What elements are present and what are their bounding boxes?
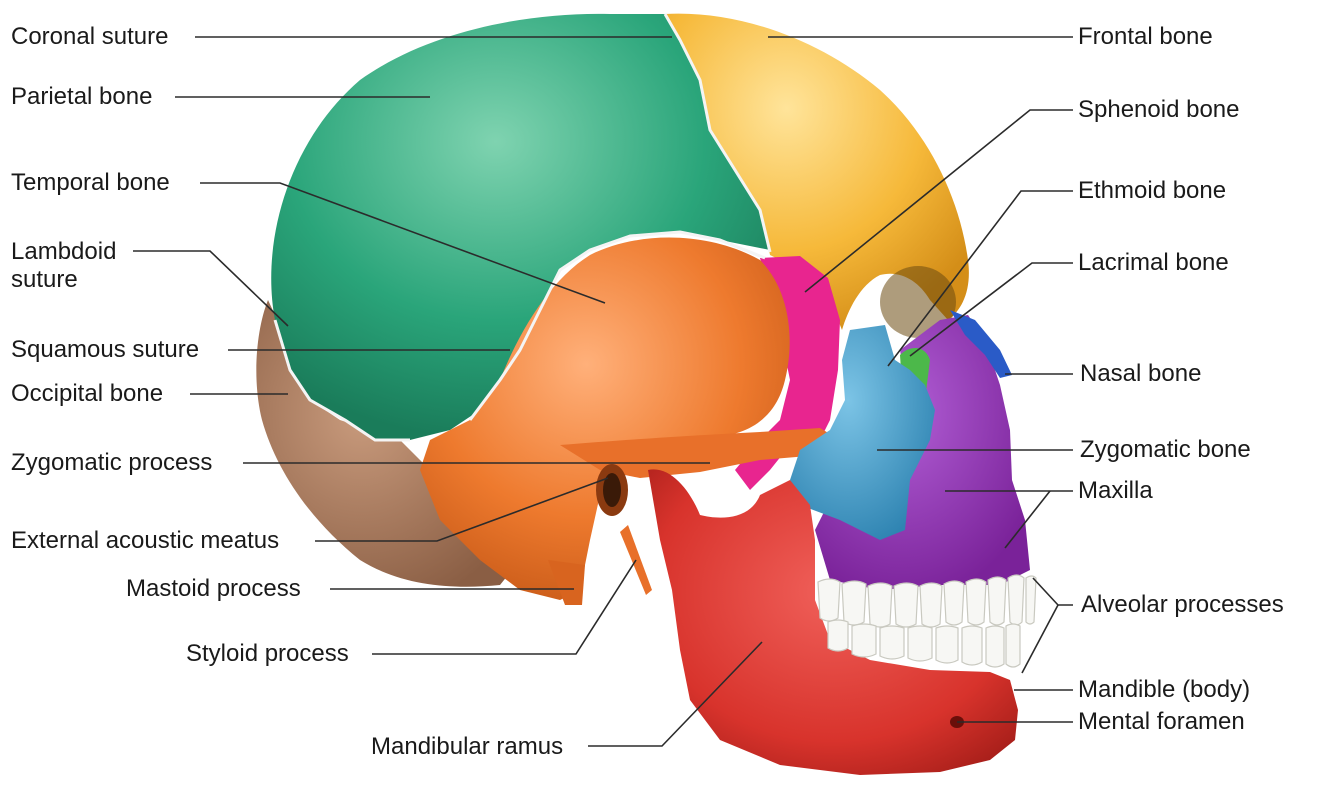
label-parietal-bone: Parietal bone — [11, 83, 152, 111]
label-frontal-bone: Frontal bone — [1078, 23, 1213, 51]
label-squamous-suture: Squamous suture — [11, 336, 199, 364]
label-mandibular-ramus: Mandibular ramus — [371, 733, 563, 761]
label-mental-foramen: Mental foramen — [1078, 708, 1245, 736]
label-zygomatic-bone: Zygomatic bone — [1080, 436, 1251, 464]
label-lambdoid-suture: Lambdoid suture — [11, 238, 151, 294]
label-mandible-body: Mandible (body) — [1078, 676, 1250, 704]
label-lacrimal-bone: Lacrimal bone — [1078, 249, 1229, 277]
label-temporal-bone: Temporal bone — [11, 169, 170, 197]
label-maxilla: Maxilla — [1078, 477, 1153, 505]
label-alveolar-processes: Alveolar processes — [1081, 591, 1284, 619]
label-mastoid-process: Mastoid process — [126, 575, 301, 603]
label-sphenoid-bone: Sphenoid bone — [1078, 96, 1239, 124]
label-coronal-suture: Coronal suture — [11, 23, 168, 51]
label-external-acoustic-meatus: External acoustic meatus — [11, 527, 279, 555]
label-occipital-bone: Occipital bone — [11, 380, 163, 408]
label-zygomatic-process: Zygomatic process — [11, 449, 212, 477]
label-styloid-process: Styloid process — [186, 640, 349, 668]
label-nasal-bone: Nasal bone — [1080, 360, 1201, 388]
label-ethmoid-bone: Ethmoid bone — [1078, 177, 1226, 205]
